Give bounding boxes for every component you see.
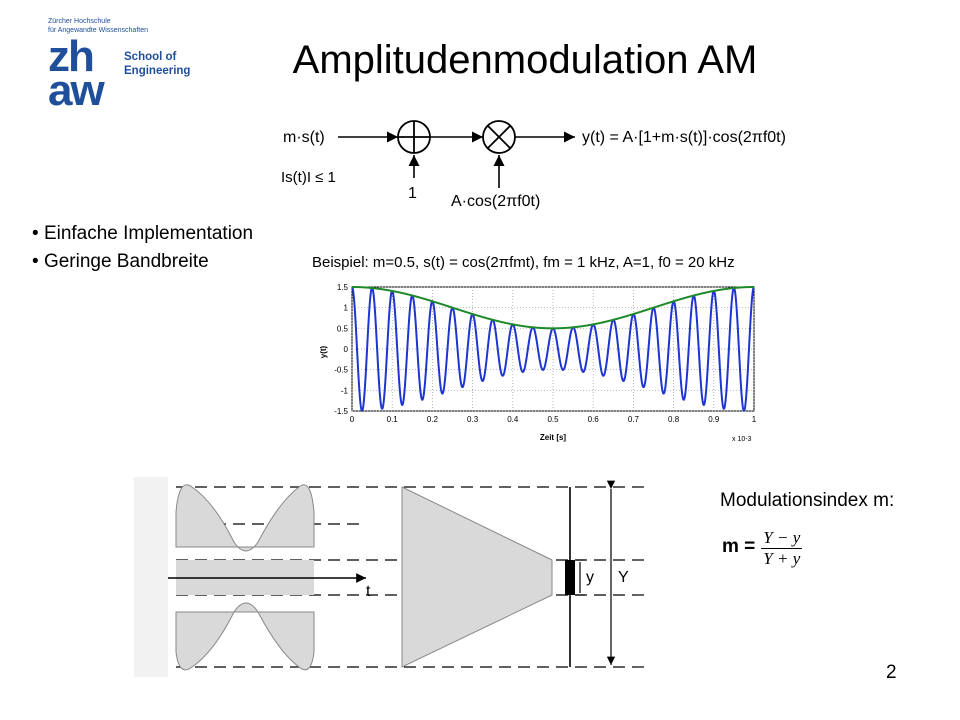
adder-symbol bbox=[397, 120, 431, 154]
x-tick-label: 0 bbox=[350, 415, 355, 424]
y-tick-label: -1 bbox=[341, 386, 349, 395]
output-signal-label: y(t) = A·[1+m·s(t)]·cos(2πf0t) bbox=[582, 129, 786, 146]
y-tick-label: 1 bbox=[344, 304, 349, 313]
y-tick-label: -0.5 bbox=[334, 366, 348, 375]
x-tick-label: 0.8 bbox=[668, 415, 680, 424]
formula-lhs: m bbox=[722, 536, 739, 558]
zhaw-logo-mark: zh aw bbox=[48, 32, 105, 115]
trapezoid-method-diagram: t y Y bbox=[134, 477, 646, 677]
x-tick-label: 1 bbox=[752, 415, 757, 424]
am-envelope-shape-lower bbox=[175, 602, 315, 671]
diagram-background bbox=[134, 477, 168, 677]
formula-fraction: Y − y Y + y bbox=[761, 528, 803, 569]
logo-org-line: für Angewandte Wissenschaften bbox=[48, 27, 149, 34]
x-axis-label: Zeit [s] bbox=[540, 433, 567, 442]
y-tick-label: 1.5 bbox=[337, 283, 349, 292]
time-axis-label: t bbox=[366, 583, 371, 600]
formula-numerator: Y − y bbox=[761, 528, 803, 549]
logo-school-line: Engineering bbox=[124, 65, 191, 77]
x-tick-label: 0.5 bbox=[547, 415, 559, 424]
x-axis-multiplier: x 10-3 bbox=[732, 436, 752, 443]
small-y-label: y bbox=[586, 569, 594, 586]
big-Y-label: Y bbox=[618, 569, 629, 586]
constraint-label: Is(t)I ≤ 1 bbox=[281, 169, 336, 186]
chart-grid bbox=[351, 286, 755, 412]
series-envelope bbox=[352, 286, 754, 330]
x-tick-label: 0.4 bbox=[507, 415, 519, 424]
small-y-bar bbox=[565, 560, 575, 595]
example-caption: Beispiel: m=0.5, s(t) = cos(2πfmt), fm =… bbox=[312, 254, 735, 271]
x-tick-label: 0.9 bbox=[708, 415, 720, 424]
logo-org-name: Zürcher Hochschule für Angewandte Wissen… bbox=[48, 17, 158, 35]
x-tick-label: 0.7 bbox=[628, 415, 640, 424]
x-tick-label: 0.3 bbox=[467, 415, 479, 424]
modulation-index-label: Modulationsindex m: bbox=[720, 490, 895, 511]
trapezoid-shape bbox=[401, 486, 553, 668]
feature-list: Einfache Implementation Geringe Bandbrei… bbox=[32, 220, 253, 276]
logo-mark-line: zh bbox=[48, 32, 95, 81]
x-tick-label: 0.1 bbox=[387, 415, 399, 424]
dc-input-label: 1 bbox=[408, 185, 417, 202]
page-number: 2 bbox=[886, 662, 897, 683]
logo-school-name: School of Engineering bbox=[124, 50, 190, 78]
y-tick-label: -1.5 bbox=[334, 407, 348, 416]
y-tick-label: 0.5 bbox=[337, 324, 349, 333]
am-envelope-shape-upper bbox=[175, 484, 315, 552]
chart-ticks: 0 0.1 0.2 0.3 0.4 0.5 0.6 0.7 0.8 0.9 1 1.5 1 0.5 0 -0.… bbox=[334, 283, 757, 424]
modulation-index-formula: m = Y − y Y + y bbox=[722, 528, 803, 569]
list-item: Einfache Implementation bbox=[32, 220, 253, 248]
am-signal-chart: 0 0.1 0.2 0.3 0.4 0.5 0.6 0.7 0.8 0.9 1 1.5 1 0.5 0 -0.… bbox=[319, 283, 757, 443]
x-tick-label: 0.6 bbox=[588, 415, 600, 424]
input-signal-label: m·s(t) bbox=[283, 129, 325, 146]
x-tick-label: 0.2 bbox=[427, 415, 439, 424]
page-title: Amplitudenmodulation AM bbox=[292, 38, 758, 82]
y-axis-label: y(t) bbox=[319, 345, 328, 358]
logo-school-line: School of bbox=[124, 51, 177, 63]
y-tick-label: 0 bbox=[344, 345, 349, 354]
list-item: Geringe Bandbreite bbox=[32, 248, 253, 276]
am-block-diagram: m·s(t) y(t) = A·[1+m·s(t)]·cos(2πf0t) Is… bbox=[281, 120, 786, 210]
multiplier-symbol bbox=[482, 120, 516, 154]
carrier-label: A·cos(2πf0t) bbox=[451, 193, 540, 210]
logo-mark-line: aw bbox=[48, 66, 105, 115]
logo-org-line: Zürcher Hochschule bbox=[48, 18, 111, 25]
formula-denominator: Y + y bbox=[763, 549, 801, 568]
